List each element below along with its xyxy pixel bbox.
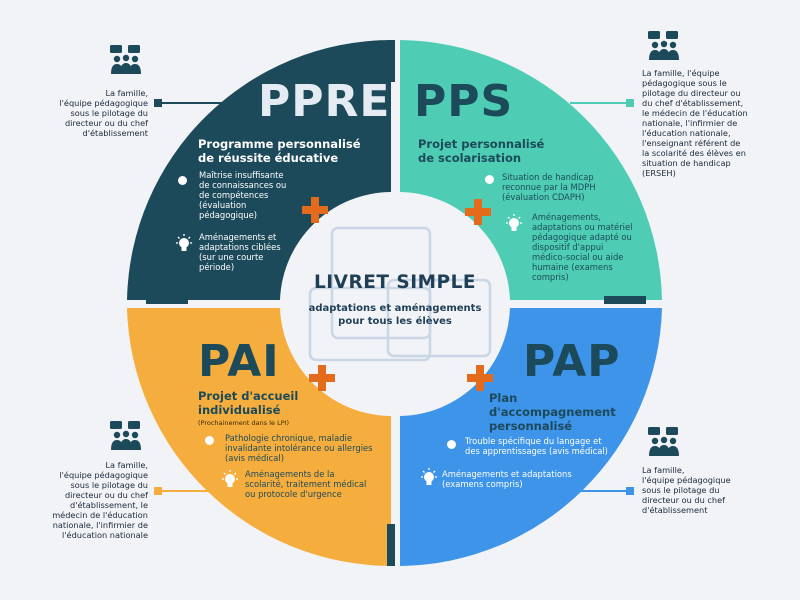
pai-title: Projet d'accueil individualisé xyxy=(198,389,299,417)
people-group-icon xyxy=(110,421,141,450)
lightbulb-icon xyxy=(176,234,192,251)
pap-title: Plan d'accompagnement personnalisé xyxy=(489,391,616,433)
center-decoration xyxy=(308,226,492,362)
ppre-quadrant xyxy=(127,40,391,300)
lightbulb-icon xyxy=(421,468,437,485)
ppre-criteria: Maîtrise insuffisante de connaissances o… xyxy=(199,170,287,220)
pps-abbreviation: PPS xyxy=(414,76,514,127)
ppre-stakeholders: La famille, l'équipe pédagogique sous le… xyxy=(59,88,148,138)
circle-bullet-icon xyxy=(205,436,214,445)
pap-criteria: Trouble spécifique du langage et des app… xyxy=(465,436,608,456)
plus-icon xyxy=(302,197,328,223)
circle-bullet-icon xyxy=(485,175,494,184)
pai-abbreviation: PAI xyxy=(198,336,280,387)
pap-abbreviation: PAP xyxy=(523,336,621,387)
circle-bullet-icon xyxy=(447,440,456,449)
pai-stakeholders: La famille, l'équipe pédagogique sous le… xyxy=(52,460,148,540)
pps-measures: Aménagements, adaptations ou matériel pé… xyxy=(532,212,633,282)
ppre-measures: Aménagements et adaptations ciblées (sur… xyxy=(199,232,281,272)
pps-title: Projet personnalisé de scolarisation xyxy=(418,137,545,165)
pap-stakeholders: La famille, l'équipe pédagogique sous le… xyxy=(642,465,731,515)
center-title: LIVRET SIMPLE xyxy=(313,272,477,293)
plus-icon xyxy=(465,199,491,225)
ring-tab xyxy=(146,296,188,304)
pps-criteria: Situation de handicap reconnue par la MD… xyxy=(502,172,596,202)
ring-tab xyxy=(387,524,395,566)
ring-tab xyxy=(387,40,395,82)
lightbulb-icon xyxy=(506,214,522,231)
center-subtitle: adaptations et aménagements pour tous le… xyxy=(308,303,482,327)
connector-lines xyxy=(154,99,634,495)
pai-quadrant xyxy=(127,308,391,566)
people-group-icon xyxy=(648,31,679,60)
lightbulb-icon xyxy=(222,470,238,487)
plus-icon xyxy=(309,365,335,391)
people-group-icon xyxy=(110,45,141,74)
pap-quadrant xyxy=(400,308,662,566)
ppre-title: Programme personnalisé de réussite éduca… xyxy=(198,137,361,165)
pps-stakeholders: La famille, l'équipe pédagogique sous le… xyxy=(642,68,748,178)
circle-bullet-icon xyxy=(178,176,187,185)
pai-criteria: Pathologie chronique, maladie invalidant… xyxy=(225,433,373,463)
ring-tab xyxy=(604,296,646,304)
pps-quadrant xyxy=(400,40,662,300)
pai-note: (Prochainement dans le LPI) xyxy=(198,419,290,427)
plus-icon xyxy=(467,365,493,391)
ppre-abbreviation: PPRE xyxy=(258,76,391,127)
pai-measures: Aménagements de la scolarité, traitement… xyxy=(245,469,367,499)
pap-measures: Aménagements et adaptations (examens com… xyxy=(442,469,572,489)
people-group-icon xyxy=(648,427,679,456)
